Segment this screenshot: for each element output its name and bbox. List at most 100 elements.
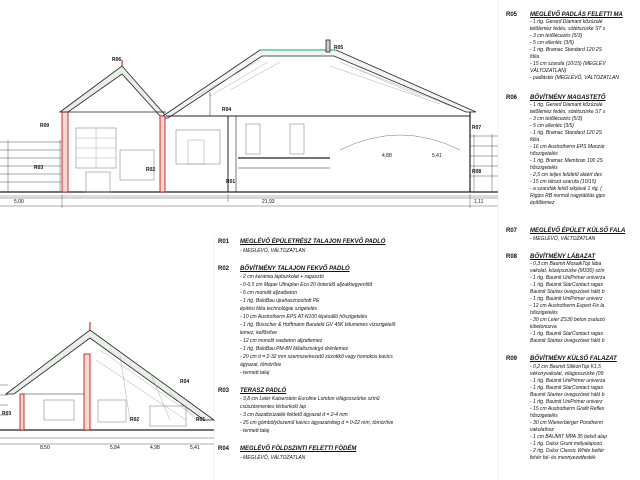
spec-item: - 1 rtg. BaloBau PM-8N fólialtszivárgó d… bbox=[240, 346, 349, 352]
spec-item: - 12 cm monolit vasbeton aljzatlemez bbox=[240, 338, 323, 344]
existing-walls bbox=[166, 92, 471, 192]
spec-item: - 10 cm Austrotherm EPS AT-N100 lépésáll… bbox=[240, 314, 368, 320]
dim-1-11: 1,11 bbox=[474, 199, 484, 205]
spec-item: - MEGLÉVŐ, VÁLTOZATLAN bbox=[240, 248, 306, 254]
tag-r08: R08 bbox=[472, 169, 482, 175]
spec-item: - 1 rtg. Baumit StarContact ragas bbox=[530, 385, 604, 391]
spec-item: - 1 rtg. Baumit UniPrimer univerza bbox=[530, 275, 606, 281]
tag-r05: R05 bbox=[334, 45, 344, 51]
spec-title-r09: BŐVÍTMÉNY KÜLSŐ FALAZAT bbox=[530, 356, 617, 362]
dim-5-41-bottom: 5,41 bbox=[190, 445, 200, 451]
tag-r01-bottom: R01 bbox=[196, 417, 206, 423]
spec-item: - 3 cm tetőlécezés (5/3) bbox=[530, 33, 583, 39]
spec-item: - 3 cm bazaltzúzalék fektető ágyazat d =… bbox=[240, 412, 348, 418]
spec-item: - 16 cm Austrotherm EPS Manzár bbox=[530, 144, 605, 150]
spec-item: Baumit Startex üvegszövet háló b bbox=[530, 392, 605, 398]
spec-item: - 2 cm kerámia lapburkolat + ragasztó bbox=[240, 274, 324, 280]
spec-item: - 0,2 cm Baumit SilikonTop K1,5 bbox=[530, 364, 601, 370]
spec-item: - 15 cm látszó szarufa (10/15) bbox=[530, 179, 597, 185]
spec-item: - 1 rtg. Baumit UniPrimer univerz bbox=[530, 296, 603, 302]
spec-code-r09: R09 bbox=[506, 356, 518, 362]
spec-title-r08: BŐVÍTMÉNY LÁBAZAT bbox=[530, 254, 596, 260]
tag-r07: R07 bbox=[472, 125, 482, 131]
tag-r03-bottom: R03 bbox=[2, 411, 12, 417]
spec-title-r02: BŐVÍTMÉNY TALAJON FEKVŐ PADLÓ bbox=[240, 266, 350, 272]
spec-item: - 15 cm Austrotherm Grafit Reflex bbox=[530, 406, 605, 412]
spec-item: fólia bbox=[530, 54, 540, 60]
spec-item: csúszásmentes térburkoló lap bbox=[240, 404, 307, 410]
tag-r06: R06 bbox=[112, 57, 122, 63]
dimension-lines bbox=[0, 194, 498, 208]
tag-r03: R03 bbox=[34, 165, 44, 171]
spec-item: - 0,3 cm Baumit MosaikTop lába bbox=[530, 261, 602, 267]
spec-item: - 1 rtg. Bramac Standard 120 2S bbox=[530, 130, 602, 136]
fence-right bbox=[470, 134, 498, 192]
dim-21-93: 21,93 bbox=[262, 199, 275, 205]
spec-item: hőszigetelés bbox=[530, 165, 558, 171]
spec-item: - 30 cm Leier ZS30 beton zsaluzó bbox=[530, 317, 605, 323]
spec-item: Rigips RB normál nagytáblás gips bbox=[530, 193, 606, 199]
spec-item: - 2 rtg. Dulux Classic White beltér bbox=[530, 448, 605, 454]
spec-item: építőlemez bbox=[530, 200, 555, 206]
spec-item: hőszigetelés bbox=[530, 151, 558, 157]
spec-title-r06: BŐVÍTMÉNY MAGASTETŐ bbox=[530, 95, 606, 101]
spec-item: - 1 rtg. Baumit StarContact ragas bbox=[530, 331, 604, 337]
spec-item: - 5 cm ellenléc (3/5) bbox=[530, 40, 574, 46]
section-top bbox=[0, 39, 498, 208]
spec-code-r08: R08 bbox=[506, 254, 518, 260]
spec-item: - 1 rtg. Büsscher & Hoffmann Barutekt GV… bbox=[240, 322, 396, 328]
spec-item: Baumit Startex üvegszövet háló b bbox=[530, 338, 605, 344]
spec-code-r03: R03 bbox=[218, 388, 230, 394]
spec-title-r01: MEGLÉVŐ ÉPÜLETRÉSZ TALAJON FEKVŐ PADLÓ bbox=[240, 239, 386, 245]
spec-code-r01: R01 bbox=[218, 239, 230, 245]
spec-item: - 1 rtg. Baumit StarContact ragas bbox=[530, 282, 604, 288]
spec-code-r02: R02 bbox=[218, 266, 230, 272]
spec-item: - termett talaj bbox=[240, 370, 270, 376]
tag-r04-bottom: R04 bbox=[180, 379, 190, 385]
dim-4-98: 4,98 bbox=[150, 445, 160, 451]
spec-item: VÁLTOZATLAN) bbox=[530, 68, 567, 74]
spec-title-r07: MEGLÉVŐ ÉPÜLET KÜLSŐ FALA bbox=[530, 228, 626, 234]
spec-item: - 1 rtg. BaloBau újrahasznosított PE bbox=[240, 298, 320, 304]
spec-code-r04: R04 bbox=[218, 446, 230, 452]
extension-walls bbox=[61, 111, 166, 193]
tag-r04: R04 bbox=[222, 107, 232, 113]
spec-item: - 1 rtg. Gerard Diamant kőzúzalé bbox=[530, 19, 603, 25]
dim-4-88: 4,88 bbox=[382, 153, 392, 159]
spec-item: - a szarufák felső síkjával 1 rtg. ( bbox=[530, 186, 602, 192]
spec-item: építési fólia technológiai szigetelés bbox=[240, 306, 317, 312]
spec-title-r03: TERASZ PADLÓ bbox=[240, 388, 287, 394]
existing-roof bbox=[158, 39, 477, 119]
tag-r01: R01 bbox=[226, 179, 236, 185]
dim-5-41: 5,41 bbox=[432, 153, 442, 159]
spec-title-r05: MEGLÉVŐ PADLÁS FELETTI MA bbox=[530, 12, 623, 18]
spec-code-r05: R05 bbox=[506, 12, 518, 18]
spec-item: fehér fal- és mennyezetfesték bbox=[530, 455, 596, 461]
section-bottom bbox=[0, 322, 216, 445]
spec-item: - termett talaj bbox=[240, 428, 270, 434]
spec-item: - 30 cm Wienerberger Porotherm bbox=[530, 420, 604, 426]
dim-5-84: 5,84 bbox=[110, 445, 120, 451]
tag-r02: R02 bbox=[146, 167, 156, 173]
spec-item: - 1 rtg. Gerard Diamant kőzúzalé bbox=[530, 102, 603, 108]
spec-item: - 12 cm Austrotherm Expert Fix la bbox=[530, 303, 605, 309]
fence-left bbox=[0, 140, 62, 192]
spec-item: - 20 cm d = 2-32 mm szemszerkezetű zúzot… bbox=[240, 354, 393, 360]
spec-item: - 3,8 cm Leier Kaiserstein Euroline Lond… bbox=[240, 396, 380, 402]
spec-item: - 0-0,5 cm Mapei Ultraplan Eco 20 önterü… bbox=[240, 282, 373, 288]
spec-item: lemez, kellősítve bbox=[240, 330, 277, 336]
spec-item: hőszigetelés bbox=[530, 310, 558, 316]
spec-item: - 1 rtg. Baumit UniPrimer univerz bbox=[530, 399, 603, 405]
spec-item: - MEGLÉVŐ, VÁLTOZATLAN bbox=[240, 455, 306, 461]
tag-r02-bottom: R02 bbox=[130, 417, 140, 423]
spec-item: vakolathoz bbox=[530, 427, 554, 433]
spec-item: - 1 rtg. Bramac Standard 120 2S bbox=[530, 47, 602, 53]
spec-item: tetőlemez fedés, sötétszürke ST s bbox=[530, 26, 606, 32]
spec-item: hőszigetelés bbox=[530, 413, 558, 419]
spec-item: - 1 rtg. Dulux Grunt mélyalapozó bbox=[530, 441, 602, 447]
dim-8-50: 8,50 bbox=[40, 445, 50, 451]
spec-item: ágyazat, tömörítve bbox=[240, 362, 282, 368]
spec-item: - 2,5 cm teljes felületű aláért des bbox=[530, 172, 602, 178]
spec-item: tetőlemez fedés, sötétszürke ST s bbox=[530, 109, 606, 115]
